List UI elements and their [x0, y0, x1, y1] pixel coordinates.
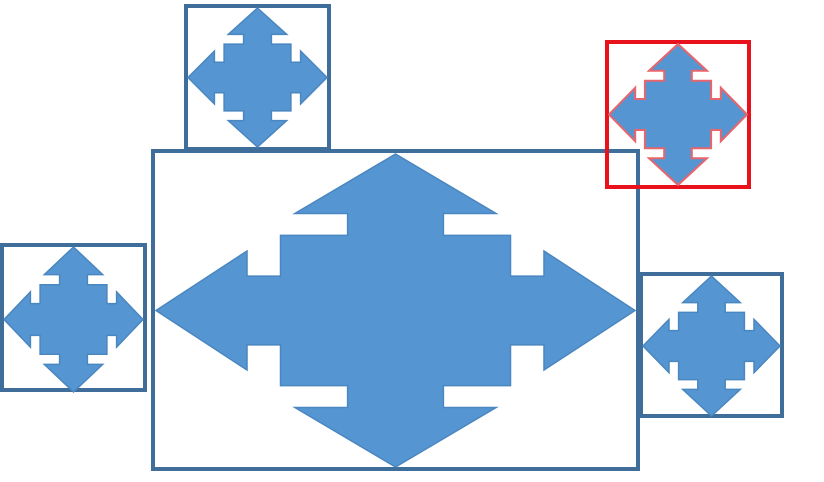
four-way-arrow-icon[interactable] — [607, 42, 749, 187]
center-arrow-box[interactable] — [151, 149, 640, 471]
selected-frame[interactable] — [605, 40, 751, 189]
arrow-frame[interactable] — [151, 149, 640, 471]
selected-arrow-box[interactable] — [605, 40, 751, 189]
left-arrow-box[interactable] — [0, 243, 147, 394]
top-arrow-box[interactable] — [184, 4, 331, 151]
four-way-arrow-icon[interactable] — [186, 6, 329, 149]
four-way-arrow-icon[interactable] — [2, 245, 145, 394]
four-way-arrow-icon[interactable] — [154, 153, 637, 468]
four-way-arrow-icon[interactable] — [641, 274, 782, 418]
right-arrow-box[interactable] — [639, 272, 784, 418]
